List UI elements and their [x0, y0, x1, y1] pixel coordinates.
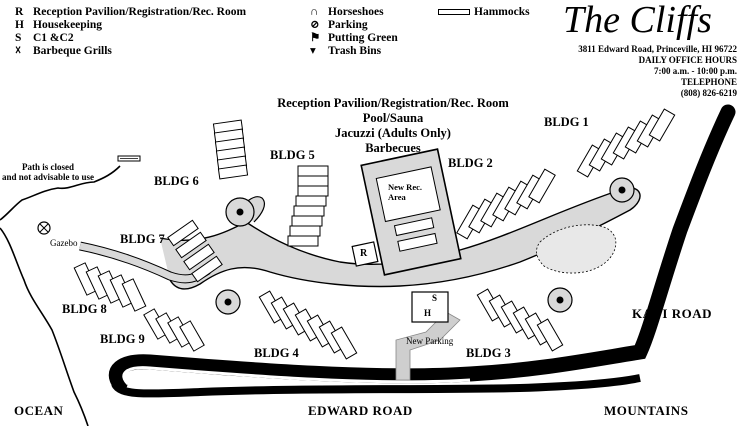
page-title: The Cliffs: [563, 0, 712, 41]
building-units: [73, 108, 676, 360]
kaui-road-label: KAUI ROAD: [632, 306, 712, 321]
main-road: [159, 187, 641, 290]
parking-icon: ⊘: [310, 19, 320, 31]
mountains-label: MOUNTAINS: [604, 403, 689, 418]
contact-info: 3811 Edward Road, Princeville, HI 96722 …: [578, 44, 737, 98]
horseshoe-icon: ∩: [310, 6, 319, 18]
bldg-5-label: BLDG 5: [270, 148, 315, 162]
bldg-4-label: BLDG 4: [254, 346, 299, 360]
bldg-8-label: BLDG 8: [62, 302, 107, 316]
reception-marker: R: [360, 248, 368, 259]
new-parking-label: New Parking: [406, 336, 454, 346]
amenities-list: Reception Pavilion/Registration/Rec. Roo…: [277, 96, 509, 155]
legend-col2: ∩Horseshoes ⊘Parking ⚑Putting Green ▾Tra…: [310, 6, 398, 58]
legend-item-horseshoes: ∩Horseshoes: [310, 6, 384, 18]
bldg-6-label: BLDG 6: [154, 174, 199, 188]
legend-item-trash: ▾Trash Bins: [310, 45, 382, 57]
putting-green: [536, 224, 617, 274]
legend-item-parking: ⊘Parking: [310, 19, 368, 31]
legend-item-grill: ☓Barbeque Grills: [15, 45, 112, 57]
bldg-3-label: BLDG 3: [466, 346, 511, 360]
new-rec-label: New Rec. Area: [388, 182, 422, 202]
path-closed-note: Path is closed and not advisable to use: [2, 162, 95, 182]
housekeeping-building: [411, 291, 449, 323]
reception-building: [351, 241, 379, 267]
trash-bin-icon: ▾: [310, 45, 316, 57]
legend-item-putting: ⚑Putting Green: [310, 32, 398, 44]
edward-road-label: EDWARD ROAD: [308, 403, 413, 418]
legend-item-hammocks: Hammocks: [438, 6, 530, 19]
edward-road: [108, 104, 736, 392]
c1-c2-marker: S: [432, 293, 438, 303]
coastline-lower: [0, 227, 89, 426]
grill-icon: ☓: [15, 45, 22, 57]
hammock-legend-icon: [438, 9, 470, 16]
new-parking-lot: [395, 311, 461, 381]
ocean-label: OCEAN: [14, 403, 64, 418]
coastline: [0, 165, 121, 221]
bldg-1-label: BLDG 1: [544, 115, 589, 129]
bldg-7-label: BLDG 7: [120, 232, 165, 246]
bldg-2-label: BLDG 2: [448, 156, 493, 170]
housekeeping-marker: H: [424, 308, 432, 318]
gazebo-label: Gazebo: [50, 238, 78, 248]
hammock-icon: [117, 155, 141, 162]
flag-icon: ⚑: [310, 32, 321, 44]
bldg-9-label: BLDG 9: [100, 332, 145, 346]
